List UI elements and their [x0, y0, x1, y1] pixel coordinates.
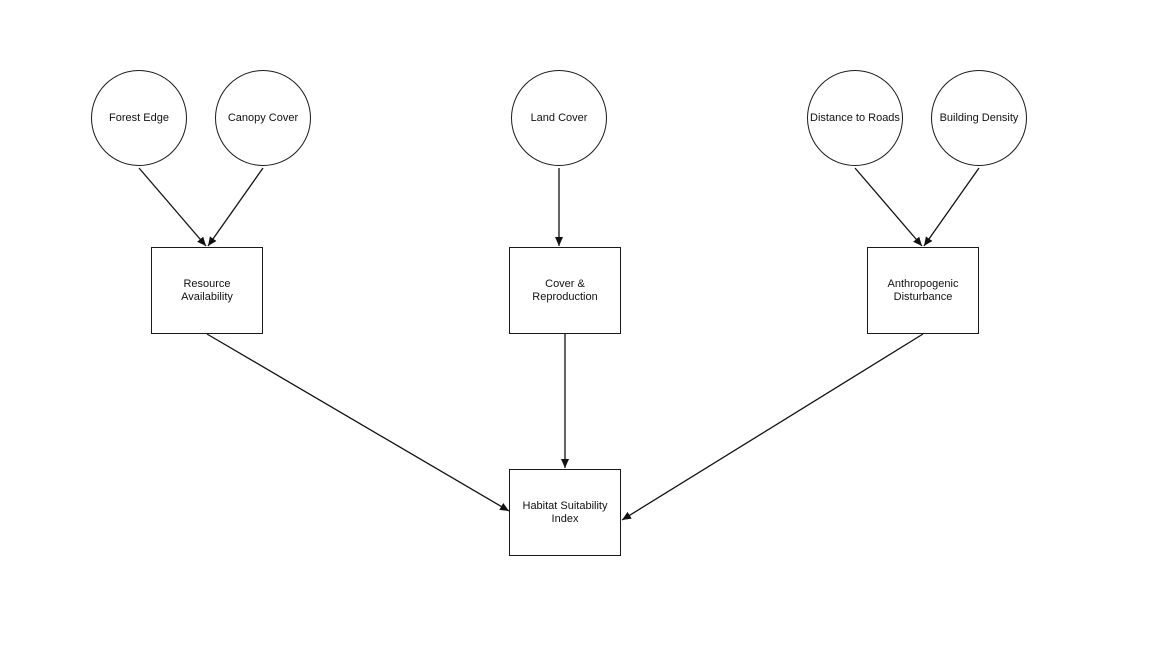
- node-land-cover: Land Cover: [511, 70, 607, 166]
- node-cover-reproduction: Cover & Reproduction: [509, 247, 621, 334]
- node-resource-availability: Resource Availability: [151, 247, 263, 334]
- node-habitat-suitability-index: Habitat Suitability Index: [509, 469, 621, 556]
- node-anthropogenic-disturbance-label: Anthropogenic Disturbance: [887, 277, 959, 303]
- node-canopy-cover: Canopy Cover: [215, 70, 311, 166]
- edge-resource-availability-to-habitat-suitability-index: [206, 333, 510, 512]
- node-forest-edge: Forest Edge: [91, 70, 187, 166]
- node-resource-availability-label: Resource Availability: [181, 277, 233, 303]
- node-forest-edge-label: Forest Edge: [109, 111, 169, 124]
- node-distance-to-roads-label: Distance to Roads: [810, 111, 900, 124]
- node-anthropogenic-disturbance: Anthropogenic Disturbance: [867, 247, 979, 334]
- node-habitat-suitability-index-label: Habitat Suitability Index: [522, 499, 608, 525]
- node-land-cover-label: Land Cover: [530, 111, 588, 124]
- edge-building-density-to-anthropogenic-disturbance: [923, 167, 980, 247]
- node-distance-to-roads: Distance to Roads: [807, 70, 903, 166]
- node-cover-reproduction-label: Cover & Reproduction: [532, 277, 598, 303]
- edge-distance-to-roads-to-anthropogenic-disturbance: [854, 167, 923, 247]
- edge-anthropogenic-disturbance-to-habitat-suitability-index: [621, 333, 924, 521]
- node-building-density: Building Density: [931, 70, 1027, 166]
- node-building-density-label: Building Density: [939, 111, 1019, 124]
- node-canopy-cover-label: Canopy Cover: [227, 111, 299, 124]
- edge-canopy-cover-to-resource-availability: [207, 167, 264, 247]
- edge-forest-edge-to-resource-availability: [138, 167, 207, 247]
